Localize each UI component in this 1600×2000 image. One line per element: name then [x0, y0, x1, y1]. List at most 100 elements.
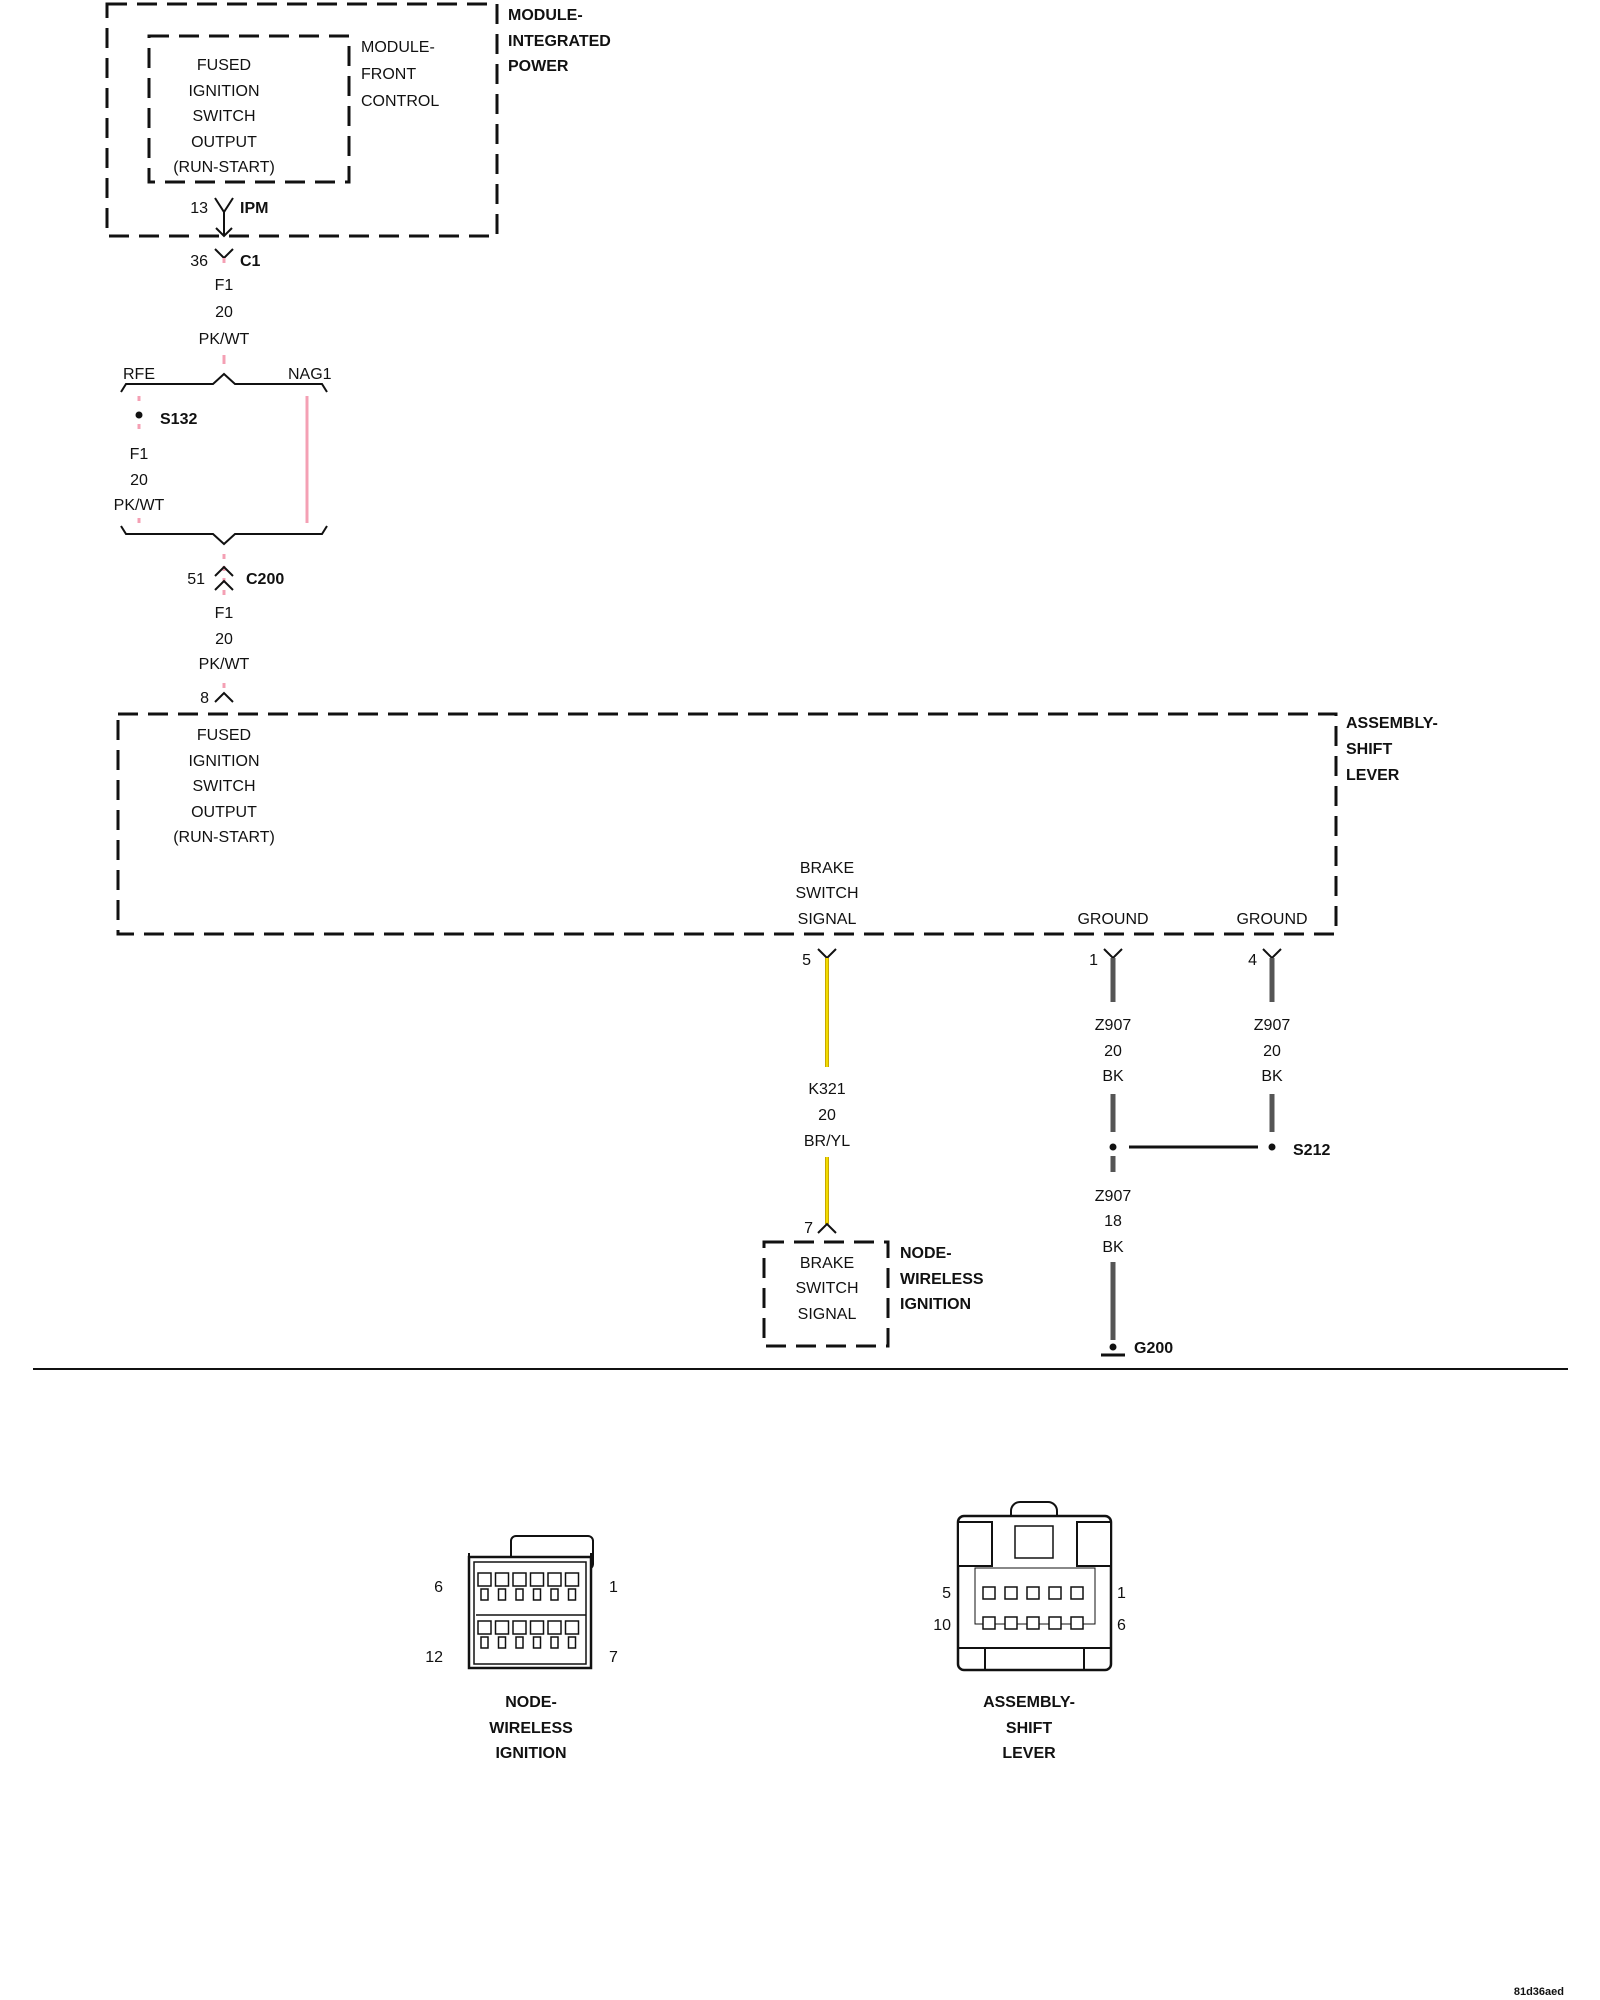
ipm-module-box	[105, 2, 499, 238]
shift-ground2-label: GROUND	[1236, 911, 1307, 928]
ipm-name-line3: POWER	[508, 58, 569, 75]
image-code: 81d36aed	[1514, 1986, 1564, 1998]
shift-cavity	[982, 1586, 996, 1600]
shift-brake-line1: BRAKE	[800, 860, 854, 877]
shift-view-pin-6: 6	[1117, 1617, 1126, 1634]
wireless-view-name-line3: IGNITION	[495, 1745, 566, 1762]
c1-connector-name: C1	[240, 253, 261, 270]
splice-s212-label: S212	[1293, 1142, 1330, 1159]
wireless-cavity-latch	[532, 1588, 542, 1601]
wire-k321-gauge: 20	[818, 1107, 836, 1124]
wireless-cavity-latch	[532, 1636, 542, 1649]
splice-s212-dot-left	[1109, 1143, 1117, 1151]
wire-f1-rfe-color: PK/WT	[114, 497, 165, 514]
shift-name-line3: LEVER	[1346, 767, 1400, 784]
splice-s132-dot	[135, 411, 143, 419]
wire-f1-rfe-circuit: F1	[130, 446, 149, 463]
shift-view-pin-5: 5	[942, 1585, 951, 1602]
wireless-view-name-line2: WIRELESS	[489, 1720, 573, 1737]
wire-f1-top-gauge: 20	[215, 304, 233, 321]
fcm-circuit-line4: OUTPUT	[191, 134, 257, 151]
fcm-circuit-line5: (RUN-START)	[173, 159, 275, 176]
shift-name-line2: SHIFT	[1346, 741, 1392, 758]
shift-cavity	[1004, 1616, 1018, 1630]
wireless-cavity-latch	[567, 1588, 577, 1601]
shift-pin8-symbol	[214, 691, 234, 703]
wireless-name-line3: IGNITION	[900, 1296, 971, 1313]
c200-connector-name: C200	[246, 571, 284, 588]
shift-cavity	[1026, 1586, 1040, 1600]
wire-f1-bottom-circuit: F1	[215, 605, 234, 622]
shift-fused-line4: OUTPUT	[191, 804, 257, 821]
fcm-circuit-line3: SWITCH	[192, 108, 255, 125]
wire-z907-b-circuit: Z907	[1254, 1017, 1291, 1034]
wire-z907-a-color: BK	[1102, 1068, 1124, 1085]
wire-k321-color: BR/YL	[804, 1133, 850, 1150]
shift-cavity	[1004, 1586, 1018, 1600]
shift-cavity	[1048, 1586, 1062, 1600]
shift-fused-line5: (RUN-START)	[173, 829, 275, 846]
wireless-cavity	[512, 1620, 527, 1635]
shift-cavity	[1070, 1616, 1084, 1630]
wireless-view-name-line1: NODE-	[505, 1694, 557, 1711]
wireless-cavity	[529, 1620, 545, 1635]
shift-brake-line3: SIGNAL	[798, 911, 857, 928]
option-nag1-label: NAG1	[288, 366, 332, 383]
wire-z907-c-circuit: Z907	[1095, 1188, 1132, 1205]
wireless-cavity-latch	[567, 1636, 577, 1649]
shift-cavity	[1048, 1616, 1062, 1630]
wireless-cavity	[529, 1572, 545, 1587]
ipm-pin-number: 13	[190, 200, 208, 217]
wireless-cavity	[564, 1620, 580, 1635]
shift-fused-line2: IGNITION	[188, 753, 259, 770]
wireless-circuit-line2: SWITCH	[795, 1280, 858, 1297]
wireless-cavity-latch	[480, 1636, 489, 1649]
wire-z907-b-color: BK	[1261, 1068, 1283, 1085]
option-brace-top	[120, 372, 328, 393]
ipm-pin-symbol	[214, 197, 234, 238]
wireless-cavity-latch	[515, 1636, 524, 1649]
wire-f1-bottom-gauge: 20	[215, 631, 233, 648]
option-brace-bottom	[120, 525, 328, 546]
splice-s132-label: S132	[160, 411, 197, 428]
wireless-module-box	[762, 1240, 890, 1348]
wireless-cavity	[564, 1572, 580, 1587]
wire-k321-circuit: K321	[808, 1081, 845, 1098]
wireless-cavity	[512, 1572, 527, 1587]
wireless-cavity-latch	[550, 1636, 559, 1649]
fcm-circuit-line1: FUSED	[197, 57, 251, 74]
wireless-cavity-latch	[497, 1636, 507, 1649]
shift-pin8-number: 8	[200, 690, 209, 707]
wireless-circuit-line3: SIGNAL	[798, 1306, 857, 1323]
wire-z907-b-gauge: 20	[1263, 1043, 1281, 1060]
fcm-name-line3: CONTROL	[361, 93, 439, 110]
wire-z907-c-color: BK	[1102, 1239, 1124, 1256]
shift-cavity	[982, 1616, 996, 1630]
c200-pin-symbol	[214, 565, 234, 591]
ground-g200-label: G200	[1134, 1340, 1173, 1357]
shift-name-line1: ASSEMBLY-	[1346, 715, 1438, 732]
wireless-cavity	[477, 1572, 492, 1587]
shift-connector-view	[956, 1501, 1113, 1672]
c1-pin-number: 36	[190, 253, 208, 270]
shift-pin5-symbol	[817, 948, 837, 960]
shift-view-name-line1: ASSEMBLY-	[983, 1694, 1075, 1711]
fcm-name-line2: FRONT	[361, 66, 416, 83]
shift-fused-line3: SWITCH	[192, 778, 255, 795]
fcm-module-box	[147, 34, 351, 184]
wireless-cavity-latch	[497, 1588, 507, 1601]
shift-pin4-symbol	[1262, 948, 1282, 960]
wireless-connector-view	[467, 1535, 594, 1670]
wire-f1-top-color: PK/WT	[199, 331, 250, 348]
shift-view-name-line3: LEVER	[1002, 1745, 1056, 1762]
shift-pin1-number: 1	[1089, 952, 1098, 969]
c1-pin-symbol	[214, 248, 234, 260]
fcm-circuit-line2: IGNITION	[188, 83, 259, 100]
shift-ground1-label: GROUND	[1077, 911, 1148, 928]
shift-pin5-number: 5	[802, 952, 811, 969]
wireless-cavity	[547, 1572, 562, 1587]
wireless-view-pin-1: 1	[609, 1579, 618, 1596]
shift-pin1-symbol	[1103, 948, 1123, 960]
ipm-name-line1: MODULE-	[508, 7, 583, 24]
wireless-cavity-latch	[480, 1588, 489, 1601]
